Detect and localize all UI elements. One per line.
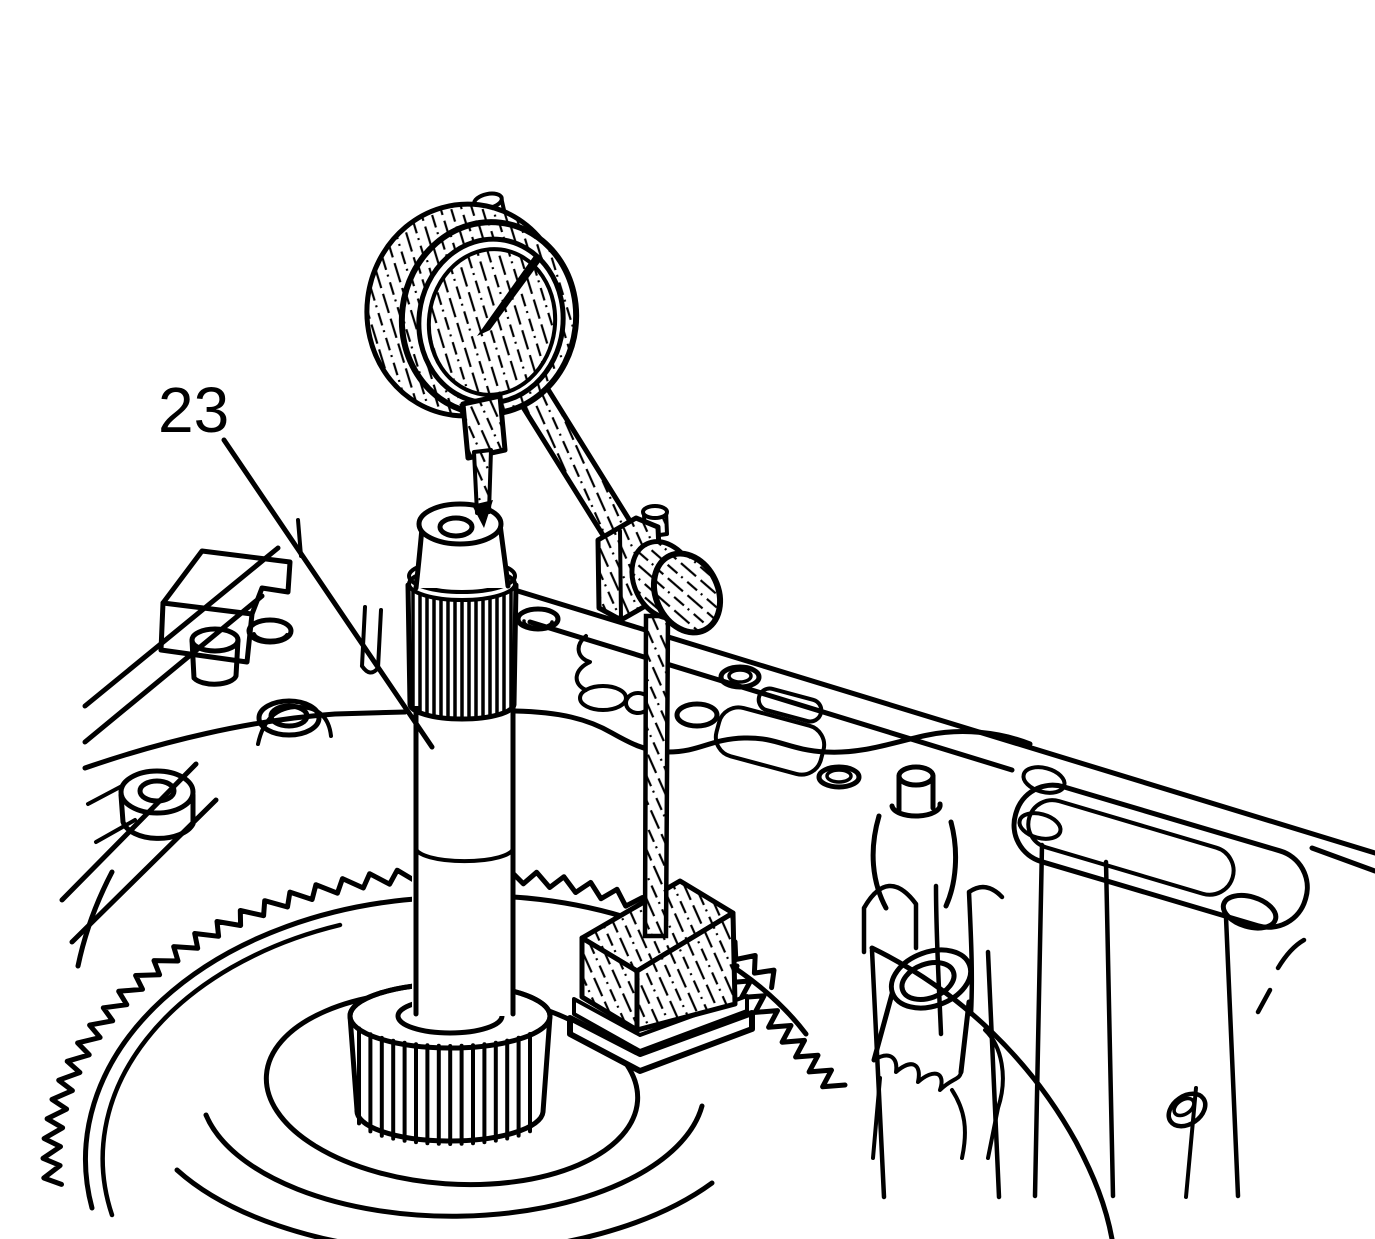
case-rim-right-inner (527, 619, 1015, 773)
case-rim-left-inner (82, 593, 265, 745)
bolt-hole-3-inner (727, 668, 753, 684)
generated-line (411, 588, 513, 719)
bore-arc-right (869, 945, 1115, 1239)
small-wall-hole-inner (1172, 1096, 1196, 1118)
base-plate-upper (572, 994, 749, 1053)
wall-rib-4 (1103, 859, 1116, 1199)
gasket-slot-small (756, 686, 824, 724)
shaft-body-fill (412, 698, 515, 1016)
spline-bottom-arc (407, 701, 517, 722)
flange-front-edge-right (512, 708, 1033, 755)
bolt-hole-3 (718, 664, 762, 690)
shaft-body-sides (413, 697, 516, 1017)
shaft-spline-lines (411, 588, 513, 719)
left-boss-top (160, 548, 293, 617)
gasket-oval-1 (578, 684, 628, 712)
casting-break-line (872, 1053, 963, 1092)
dial-indicator (364, 191, 580, 528)
donut-boss-hole (137, 778, 177, 804)
case-rim-right-end (1309, 845, 1375, 874)
ledge-line-2 (94, 818, 137, 844)
boss-ring-outer (256, 698, 322, 738)
gasket-slot-large (713, 705, 827, 777)
case-rim-right-outer (505, 585, 1375, 856)
clamp-block-edge (618, 529, 623, 621)
base-plate-lower (567, 1010, 755, 1074)
big-boss-hole (899, 960, 957, 1002)
case-bore-edge-left (75, 869, 115, 969)
generated-line (357, 1026, 532, 1146)
ledge-line-1 (86, 784, 124, 806)
clamp-post-cap (641, 504, 669, 520)
bore-arc-inner-1 (203, 1103, 705, 1219)
bolt-hole-5 (816, 764, 862, 790)
wall-boss-left (870, 813, 889, 911)
pad-edge-hole-2 (1017, 811, 1063, 841)
indicator-needle (477, 253, 543, 336)
wall-rib-3 (1032, 842, 1045, 1199)
left-pin-body (189, 637, 241, 687)
left-boss-side (158, 600, 255, 665)
pilot-center-hole (437, 515, 475, 539)
spline-section-sides (405, 582, 519, 707)
shaft-step-arc (414, 846, 515, 864)
bore-arc-dashes (1255, 937, 1307, 1015)
bore-arc-inner-2 (174, 1167, 715, 1239)
bolt-hole-2-counterbore (522, 619, 554, 630)
wall-arch-rib (861, 883, 919, 955)
wall-rib-1 (869, 947, 887, 1200)
output-shaft (405, 501, 519, 1017)
case-rim-left-outer (82, 545, 281, 709)
ring-gear-teeth-far-side (725, 963, 848, 1090)
gasket-squiggle (574, 634, 592, 692)
flange-notch (360, 605, 383, 675)
callout-23-label: 23 (158, 374, 229, 446)
wall-rib-2 (985, 949, 1002, 1200)
drum-spline-lines (357, 1026, 532, 1146)
bolt-hole-counterbore (252, 632, 289, 643)
indicator-contact-tip (472, 500, 493, 528)
right-pin-body (889, 773, 943, 819)
pad-edge-hole-1 (1021, 765, 1067, 795)
generated-line (725, 963, 848, 1090)
base-right-face (634, 910, 738, 1033)
mounting-pad (1011, 782, 1310, 931)
flange-front-edge-left (82, 709, 408, 771)
right-pin-top (896, 764, 936, 788)
transmission-case (59, 518, 1375, 1239)
callout: 23 (158, 374, 435, 750)
casting-break-legs (871, 1028, 1005, 1160)
bolt-hole-4 (674, 701, 720, 729)
small-wall-hole (1166, 1091, 1208, 1129)
gear-band-arc-2 (100, 922, 343, 1218)
wall-rib-5 (1223, 914, 1241, 1199)
donut-boss-outer (118, 768, 196, 816)
flange-hook (256, 704, 333, 746)
indicator-stem-housing (460, 393, 508, 461)
clamp-knob (650, 550, 724, 636)
wall-boss-right (943, 819, 959, 909)
leader-line (221, 437, 435, 750)
support-rod (642, 613, 671, 939)
bolt-hole-5-inner (825, 768, 853, 784)
